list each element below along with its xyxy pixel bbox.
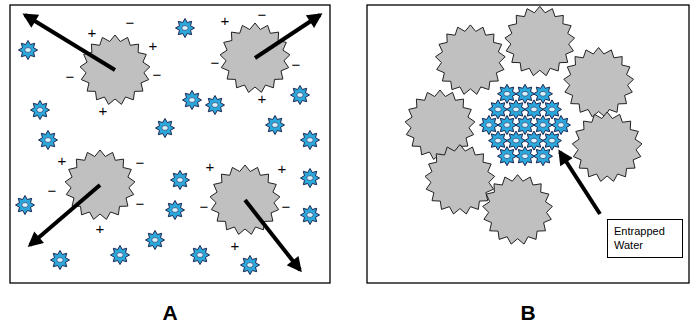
clay-particle	[564, 48, 634, 117]
water-molecule	[507, 131, 526, 150]
charge-sign: −	[292, 57, 301, 72]
water-molecule	[301, 206, 320, 225]
water-molecule	[534, 116, 553, 135]
water-molecule	[552, 116, 571, 135]
arrow	[25, 15, 115, 70]
charge-sign: −	[258, 7, 267, 22]
charge-sign: −	[136, 155, 145, 170]
water-molecule	[156, 119, 175, 138]
panel-frame	[10, 5, 330, 283]
water-molecule	[31, 101, 50, 120]
water-molecule	[516, 116, 535, 135]
water-molecule	[111, 246, 130, 265]
water-molecule	[19, 41, 38, 60]
clay-particle	[483, 175, 553, 244]
callout-text: Entrapped Water	[614, 224, 676, 253]
clay-particle	[65, 150, 135, 219]
charge-sign: −	[211, 55, 220, 70]
water-molecule	[489, 131, 508, 150]
water-molecule	[489, 100, 508, 119]
clay-particle	[572, 112, 642, 181]
water-molecule	[507, 100, 526, 119]
charge-sign: −	[200, 199, 209, 214]
arrows	[25, 15, 600, 270]
charge-sign: +	[278, 161, 287, 176]
arrow	[560, 152, 600, 214]
water-molecule	[534, 84, 553, 103]
charge-sign: +	[96, 221, 105, 236]
arrow	[30, 185, 100, 245]
water-molecule	[191, 246, 210, 265]
water-molecule	[146, 231, 165, 250]
water-molecule	[543, 100, 562, 119]
clay-particle	[405, 90, 475, 159]
water-molecule	[206, 96, 225, 115]
clay-particle	[425, 145, 495, 214]
water-molecules	[480, 84, 571, 165]
water-molecule	[301, 131, 320, 150]
charge-sign: −	[48, 183, 57, 198]
charge-sign: +	[88, 25, 97, 40]
clay-particles	[405, 6, 642, 244]
callout-box: Entrapped Water	[607, 219, 683, 258]
water-molecule	[39, 131, 58, 150]
water-molecule	[498, 84, 517, 103]
charge-sign: −	[153, 67, 162, 82]
water-molecule	[291, 86, 310, 105]
clay-particle	[505, 6, 575, 75]
water-molecule	[525, 100, 544, 119]
water-molecule	[543, 131, 562, 150]
charge-sign: +	[149, 38, 158, 53]
charge-sign: +	[231, 238, 240, 253]
clay-particle	[436, 25, 506, 94]
clay-particle	[210, 165, 280, 234]
water-molecule	[301, 169, 320, 188]
clay-particles	[65, 23, 290, 234]
arrow	[245, 200, 300, 270]
charge-sign: +	[221, 13, 230, 28]
water-molecule	[241, 256, 260, 275]
water-molecules	[16, 19, 320, 275]
charge-sign: −	[66, 69, 75, 84]
water-molecule	[516, 84, 535, 103]
water-molecule	[266, 116, 285, 135]
water-molecule	[176, 19, 195, 38]
water-molecule	[498, 147, 517, 166]
water-molecule	[525, 131, 544, 150]
water-molecule	[480, 116, 499, 135]
charge-sign: −	[282, 199, 291, 214]
panel-frame	[367, 5, 689, 283]
charge-sign: −	[136, 196, 145, 211]
charge-sign: +	[206, 159, 215, 174]
charge-sign: +	[99, 103, 108, 118]
water-molecule	[183, 91, 202, 110]
water-molecule	[498, 116, 517, 135]
water-molecule	[534, 147, 553, 166]
panel-letter: A	[162, 302, 177, 323]
water-molecule	[171, 171, 190, 190]
charge-sign: +	[58, 153, 67, 168]
water-molecule	[516, 147, 535, 166]
water-molecule	[166, 201, 185, 220]
panel-letter: B	[520, 302, 535, 323]
charge-sign: +	[258, 91, 267, 106]
water-molecule	[16, 196, 35, 215]
charge-sign: −	[126, 15, 135, 30]
water-molecule	[51, 251, 70, 270]
